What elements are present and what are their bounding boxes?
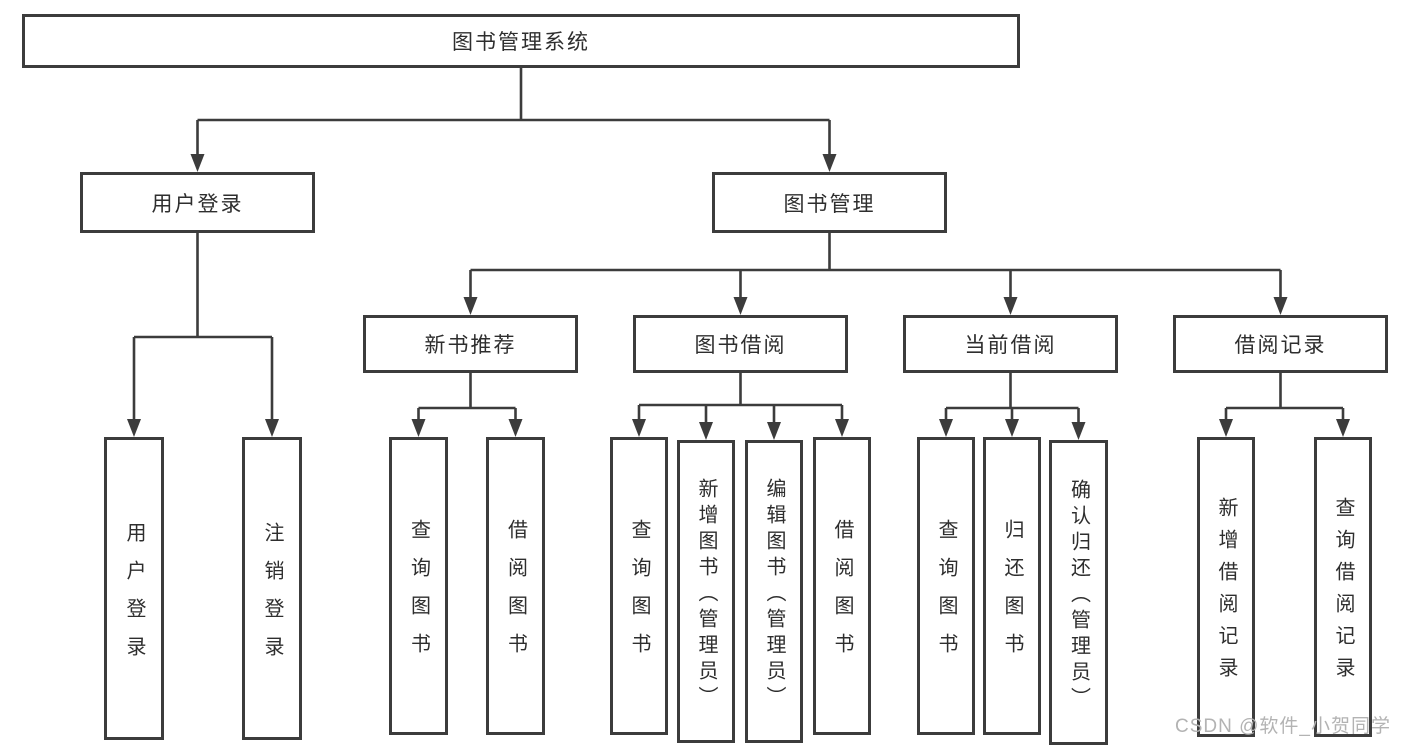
node-user-login: 用户登录 [80, 172, 315, 233]
connector-root-to-level2 [190, 68, 837, 172]
leaf-user-login: 用户登录 [104, 437, 164, 740]
node-root: 图书管理系统 [22, 14, 1020, 68]
leaf-current-query-book: 查询图书 [917, 437, 975, 735]
leaf-borrow-add-book-admin-label: 新增图书（管理员） [695, 477, 717, 712]
leaf-borrow-edit-book-admin-label: 编辑图书（管理员） [763, 477, 785, 712]
csdn-watermark: CSDN @软件_小贺同学 [1175, 716, 1391, 737]
leaf-recommend-borrow-book: 借阅图书 [486, 437, 545, 735]
leaf-borrow-borrow-book: 借阅图书 [813, 437, 871, 735]
connector-records-to-leaves [1219, 373, 1350, 437]
node-root-label: 图书管理系统 [452, 31, 590, 54]
leaf-user-login-label: 用户登录 [123, 521, 145, 674]
node-new-book-recommend: 新书推荐 [363, 315, 578, 373]
leaf-current-confirm-return-admin-label: 确认归还（管理员） [1067, 478, 1090, 713]
node-book-management-label: 图书管理 [783, 192, 876, 216]
connector-userlogin-to-leaves [127, 233, 279, 437]
leaf-records-query-record-label: 查询借阅记录 [1332, 497, 1354, 689]
leaf-logout: 注销登录 [242, 437, 302, 740]
leaf-logout-label: 注销登录 [261, 521, 283, 674]
connector-borrow-to-leaves [632, 373, 849, 440]
node-book-management: 图书管理 [712, 172, 947, 233]
leaf-current-return-book: 归还图书 [983, 437, 1041, 735]
leaf-borrow-query-book-label: 查询图书 [628, 519, 650, 671]
node-borrow-records: 借阅记录 [1173, 315, 1388, 373]
node-book-borrow-label: 图书借阅 [694, 334, 787, 357]
leaf-records-add-record-label: 新增借阅记录 [1215, 497, 1237, 689]
leaf-records-add-record: 新增借阅记录 [1197, 437, 1255, 737]
leaf-borrow-query-book: 查询图书 [610, 437, 668, 735]
leaf-current-confirm-return-admin: 确认归还（管理员） [1049, 440, 1108, 745]
node-current-borrow: 当前借阅 [903, 315, 1118, 373]
leaf-current-return-book-label: 归还图书 [1001, 519, 1023, 671]
leaf-borrow-borrow-book-label: 借阅图书 [831, 519, 853, 671]
leaf-borrow-edit-book-admin: 编辑图书（管理员） [745, 440, 803, 743]
leaf-records-query-record: 查询借阅记录 [1314, 437, 1372, 737]
leaf-recommend-query-book: 查询图书 [389, 437, 448, 735]
leaf-recommend-query-book-label: 查询图书 [407, 519, 430, 671]
connector-recommend-to-leaves [411, 373, 523, 437]
node-borrow-records-label: 借阅记录 [1234, 334, 1327, 357]
connector-bookmgmt-to-level3 [463, 233, 1288, 315]
leaf-recommend-borrow-book-label: 借阅图书 [504, 519, 527, 671]
node-current-borrow-label: 当前借阅 [964, 334, 1057, 357]
node-new-book-recommend-label: 新书推荐 [424, 334, 517, 357]
node-book-borrow: 图书借阅 [633, 315, 848, 373]
connector-current-to-leaves [939, 373, 1086, 440]
node-user-login-label: 用户登录 [151, 192, 244, 216]
leaf-borrow-add-book-admin: 新增图书（管理员） [677, 440, 735, 743]
leaf-current-query-book-label: 查询图书 [935, 519, 957, 671]
